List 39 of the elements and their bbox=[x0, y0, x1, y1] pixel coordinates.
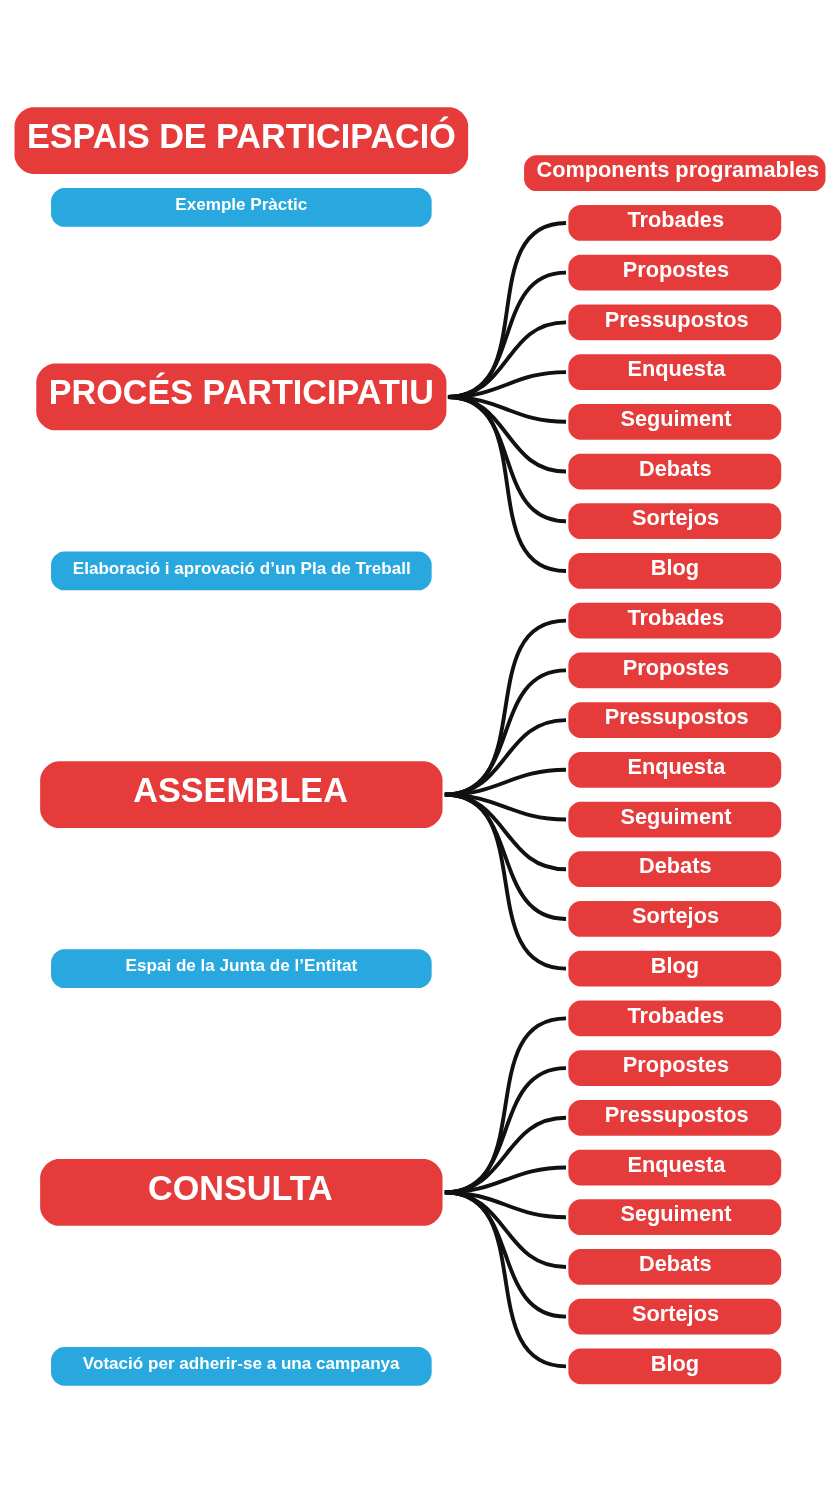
node-box: Enquesta bbox=[568, 354, 782, 390]
node-box: Sortejos bbox=[568, 901, 782, 937]
node-box: Votació per adherir-se a una campanya bbox=[51, 1346, 432, 1386]
node-box: Blog bbox=[568, 553, 782, 589]
node-box: Debats bbox=[568, 1249, 782, 1285]
node-box: Pressupostos bbox=[568, 304, 782, 341]
node-box: ASSEMBLEA bbox=[40, 761, 443, 829]
node-box: Enquesta bbox=[568, 751, 782, 788]
node-box: CONSULTA bbox=[40, 1158, 443, 1226]
node-box: Seguiment bbox=[568, 1199, 782, 1236]
node-box: Sortejos bbox=[568, 503, 782, 540]
connector bbox=[444, 1190, 567, 1269]
node-box: Debats bbox=[568, 453, 782, 490]
node-box: Pressupostos bbox=[568, 1099, 782, 1136]
node-box: Propostes bbox=[568, 254, 782, 291]
node-box: Elaboració i aprovació d’un Pla de Treball bbox=[51, 551, 432, 591]
node-box: Seguiment bbox=[568, 403, 782, 440]
node-box: Sortejos bbox=[568, 1298, 782, 1335]
node-box: PROCÉS PARTICIPATIU bbox=[36, 363, 447, 431]
connector bbox=[444, 1190, 567, 1369]
connector bbox=[447, 395, 567, 573]
connector bbox=[444, 1190, 567, 1220]
node-box: Trobades bbox=[568, 205, 782, 241]
connector bbox=[444, 1190, 567, 1319]
node-box: Components programables bbox=[524, 155, 826, 192]
node-box: Pressupostos bbox=[568, 702, 782, 738]
node-box: ESPAIS DE PARTICIPACIÓ bbox=[14, 107, 469, 174]
node-box: Espai de la Junta de l’Entitat bbox=[51, 949, 432, 989]
connector bbox=[444, 792, 567, 971]
node-box: Propostes bbox=[568, 652, 782, 689]
node-box: Propostes bbox=[568, 1050, 782, 1086]
node-box: Trobades bbox=[568, 602, 782, 639]
node-box: Seguiment bbox=[568, 801, 782, 838]
node-box: Blog bbox=[568, 1348, 782, 1385]
node-box: Enquesta bbox=[568, 1149, 782, 1186]
node-box: Blog bbox=[568, 950, 782, 987]
node-box: Debats bbox=[568, 851, 782, 888]
node-box: Trobades bbox=[568, 1000, 782, 1037]
node-box: Exemple Pràctic bbox=[51, 188, 432, 227]
